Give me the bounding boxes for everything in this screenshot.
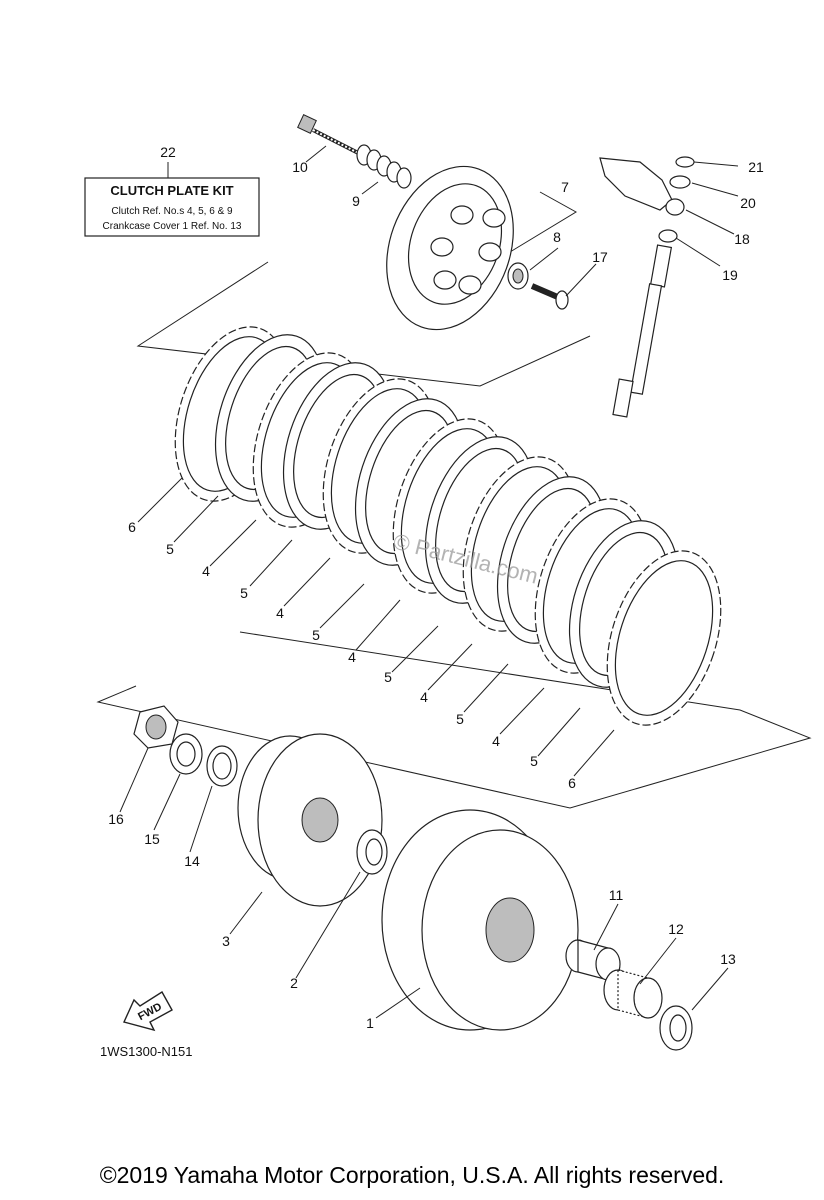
callout-22: 22	[160, 144, 176, 160]
callout-12: 12	[668, 921, 684, 937]
fwd-arrow-icon: FWD	[123, 991, 173, 1032]
callout-5-a: 5	[166, 541, 174, 557]
callout-17: 17	[592, 249, 608, 265]
kit-line-1: Clutch Ref. No.s 4, 5, 6 & 9	[111, 206, 233, 217]
callout-13: 13	[720, 951, 736, 967]
callout-5-c: 5	[312, 627, 320, 643]
kit-title: CLUTCH PLATE KIT	[110, 183, 233, 198]
callout-5-d: 5	[384, 669, 392, 685]
callout-2: 2	[290, 975, 298, 991]
kit-line-2: Crankcase Cover 1 Ref. No. 13	[103, 221, 242, 232]
callout-11: 11	[609, 887, 624, 903]
callout-4-a: 4	[202, 563, 210, 579]
callout-8: 8	[553, 229, 561, 245]
callout-19: 19	[722, 267, 738, 283]
lower-components	[133, 705, 693, 1051]
leader-lines	[119, 145, 739, 1019]
clutch-plate-kit-box: 22 CLUTCH PLATE KIT Clutch Ref. No.s 4, …	[84, 144, 260, 237]
callout-16: 16	[108, 811, 124, 827]
callout-7: 7	[561, 179, 569, 195]
clutch-spring	[356, 144, 412, 189]
callout-20: 20	[740, 195, 756, 211]
callout-5-b: 5	[240, 585, 248, 601]
diagram-code: 1WS1300-N151	[100, 1044, 193, 1059]
callout-18: 18	[734, 231, 750, 247]
callout-4-b: 4	[276, 605, 284, 621]
callout-1: 1	[366, 1015, 374, 1031]
callout-5-f: 5	[530, 753, 538, 769]
callout-6-bottom: 6	[568, 775, 576, 791]
callout-9: 9	[352, 193, 360, 209]
plate-stack	[174, 326, 722, 726]
callout-numbers: 10 9 7 8 17 21 20 18 19 6 5 4 5 4 5 4 5 …	[108, 159, 764, 1031]
pressure-plate-group	[136, 114, 591, 387]
callout-15: 15	[144, 831, 160, 847]
callout-10: 10	[292, 159, 308, 175]
callout-5-e: 5	[456, 711, 464, 727]
callout-4-d: 4	[420, 689, 428, 705]
callout-3: 3	[222, 933, 230, 949]
callout-21: 21	[748, 159, 764, 175]
callout-4-e: 4	[492, 733, 500, 749]
callout-4-c: 4	[348, 649, 356, 665]
copyright-notice: ©2019 Yamaha Motor Corporation, U.S.A. A…	[99, 1162, 725, 1188]
callout-14: 14	[184, 853, 200, 869]
push-lever-assembly	[599, 156, 695, 418]
callout-6-top: 6	[128, 519, 136, 535]
